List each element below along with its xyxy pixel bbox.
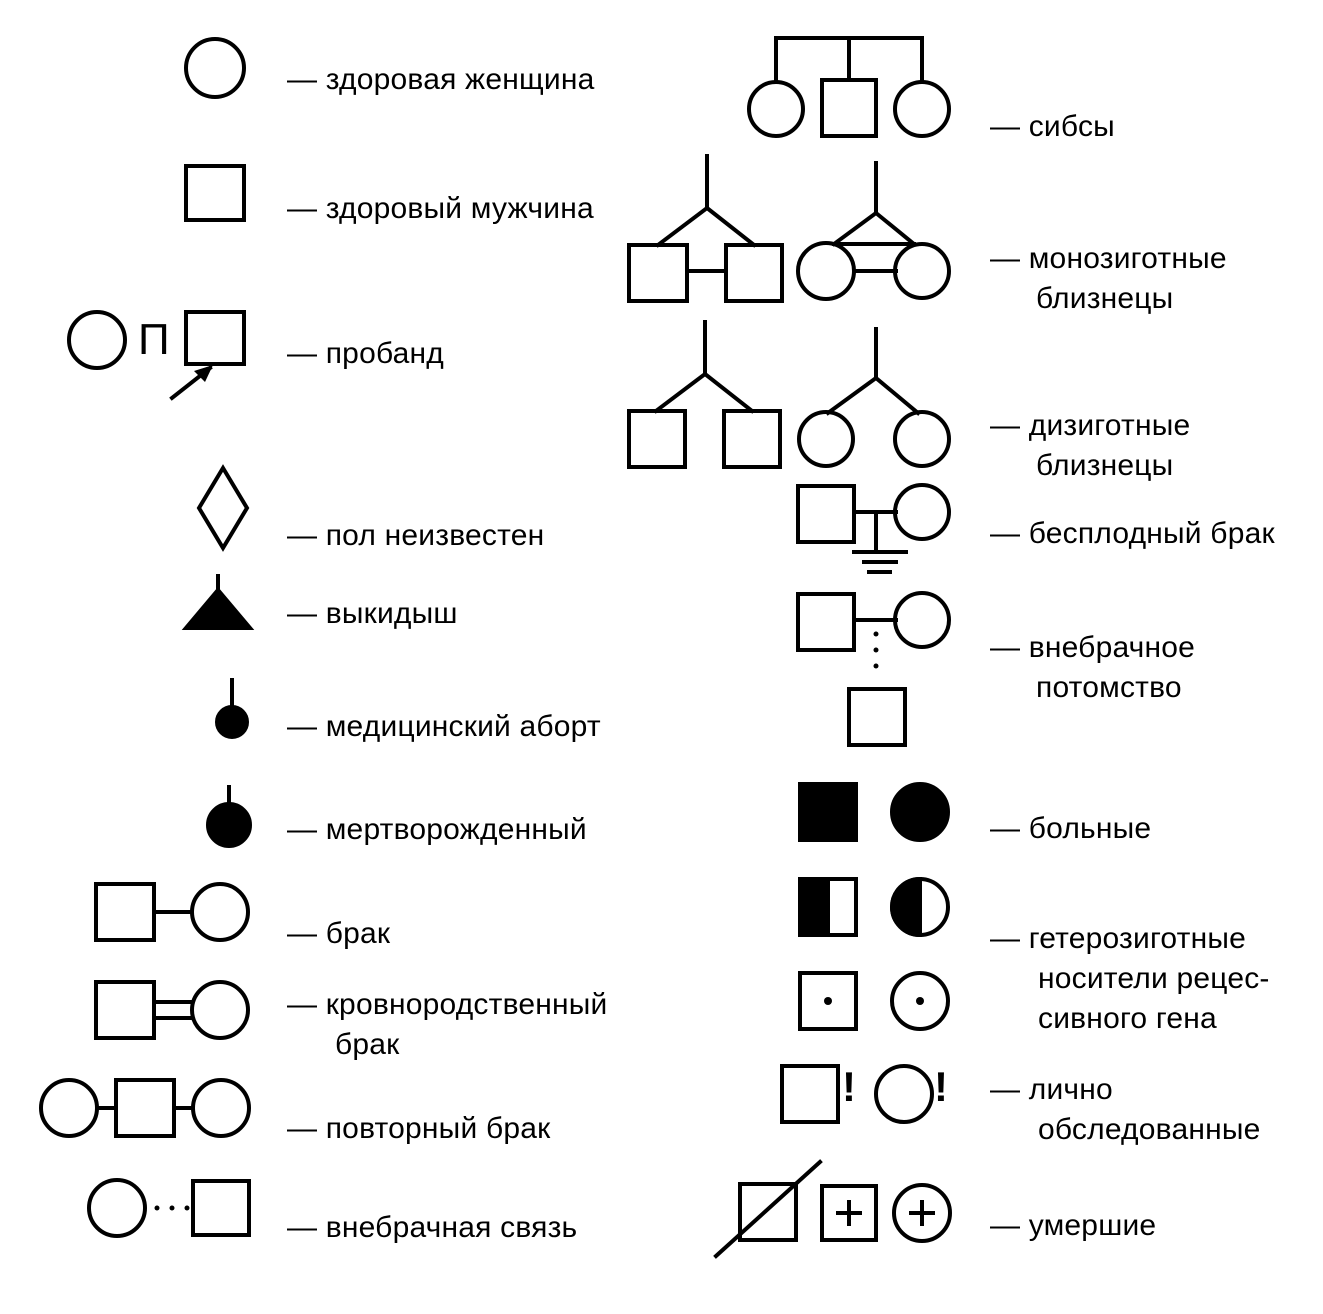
- illegitimate-offspring-symbol: [796, 591, 951, 747]
- consanguineous-marriage-symbol: [94, 980, 250, 1040]
- label-remarriage: — повторный брак: [287, 1112, 551, 1145]
- label-deceased: — умершие: [990, 1209, 1157, 1242]
- proband-p-glyph: П: [138, 315, 170, 364]
- label-affected: — больные: [990, 812, 1152, 845]
- heterozygous-carriers-symbol: [798, 876, 950, 938]
- proband-symbols: [67, 310, 246, 401]
- remarriage-symbol: [39, 1078, 251, 1138]
- label-marriage: — брак: [287, 917, 391, 950]
- deceased-symbol: [713, 1159, 952, 1259]
- label-personally-examined: — лично обследованные: [990, 1073, 1261, 1146]
- label-healthy-woman: — здоровая женщина: [287, 63, 595, 96]
- examined-mark-circle: !: [934, 1063, 949, 1110]
- healthy-woman-symbol: [184, 37, 246, 99]
- label-monozygotic-twins: — монозиготные близнецы: [990, 242, 1227, 315]
- miscarriage-symbol: [181, 574, 255, 630]
- monozygotic-twins-symbol: [627, 154, 951, 303]
- label-healthy-man: — здоровый мужчина: [287, 192, 594, 225]
- label-miscarriage: — выкидыш: [287, 597, 458, 630]
- label-infertile-marriage: — бесплодный брак: [990, 517, 1275, 550]
- label-heterozygous-carriers: — гетерозиготные носители рецес- сивного…: [990, 922, 1270, 1035]
- label-dizygotic-twins: — дизиготные близнецы: [990, 409, 1191, 482]
- extramarital-relationship-symbol: [87, 1178, 251, 1238]
- infertile-marriage-symbol: [796, 483, 951, 574]
- recessive-carriers-symbol: [798, 971, 950, 1031]
- affected-symbol: [798, 782, 950, 842]
- examined-mark-square: !: [842, 1063, 857, 1110]
- label-extramarital: — внебрачная связь: [287, 1211, 578, 1244]
- label-medical-abortion: — медицинский аборт: [287, 710, 601, 743]
- medical-abortion-symbol: [215, 678, 249, 739]
- stillborn-symbol: [206, 785, 252, 848]
- label-sex-unknown: — пол неизвестен: [287, 519, 545, 552]
- marriage-symbol: [94, 882, 250, 942]
- label-proband: — пробанд: [287, 337, 445, 370]
- sex-unknown-symbol: [196, 464, 250, 552]
- label-siblings: — сибсы: [990, 110, 1115, 143]
- healthy-man-symbol: [184, 164, 246, 222]
- label-stillborn: — мертворожденный: [287, 813, 587, 846]
- label-illegitimate-offspring: — внебрачное потомство: [990, 631, 1196, 704]
- dizygotic-twins-symbol: [627, 320, 951, 469]
- siblings-symbol: [747, 36, 951, 138]
- label-consanguineous-marriage: — кровнородственный брак: [287, 988, 608, 1061]
- examined-symbol: [780, 1064, 934, 1124]
